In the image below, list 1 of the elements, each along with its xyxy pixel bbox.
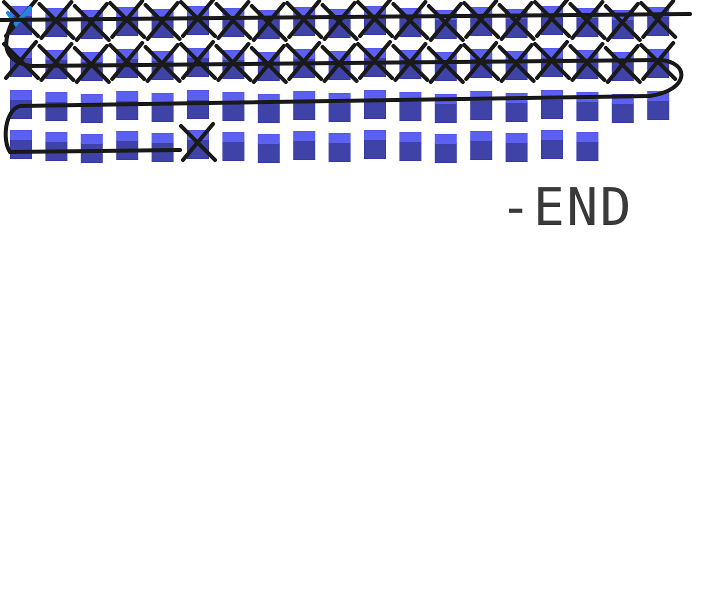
end-note: -END	[500, 178, 634, 238]
